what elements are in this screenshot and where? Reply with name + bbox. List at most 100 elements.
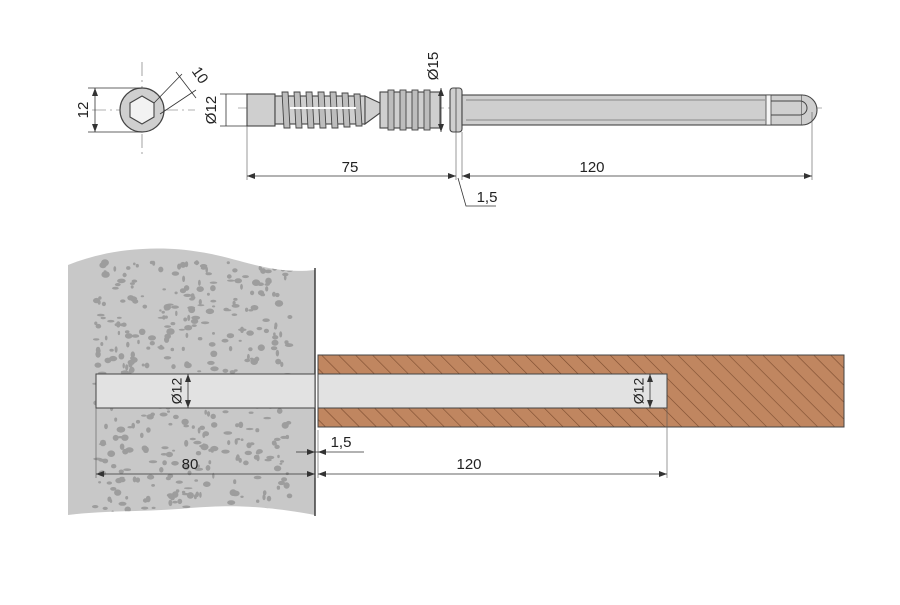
concrete-speckle — [271, 440, 277, 446]
concrete-speckle — [93, 338, 100, 341]
concrete-speckle — [159, 309, 162, 312]
arrowhead — [307, 449, 315, 455]
concrete-speckle — [97, 300, 101, 305]
concrete-speckle — [273, 332, 276, 336]
concrete-speckle — [282, 272, 289, 277]
concrete-speckle — [171, 364, 176, 370]
connector-side-view: Ø12 Ø15 75 120 1,5 — [203, 52, 822, 207]
concrete-speckle — [94, 321, 98, 326]
fin — [411, 89, 419, 131]
concrete-speckle — [223, 431, 233, 435]
concrete-speckle — [209, 281, 218, 284]
concrete-speckle — [184, 439, 189, 447]
concrete-speckle — [183, 293, 192, 297]
fin — [423, 89, 431, 131]
concrete-speckle — [208, 342, 216, 347]
concrete-speckle — [276, 485, 281, 490]
concrete-speckle — [175, 310, 178, 316]
concrete-speckle — [183, 424, 190, 428]
concrete-speckle — [264, 458, 272, 462]
concrete-speckle — [263, 416, 272, 420]
dowel-neck — [364, 95, 381, 126]
concrete-speckle — [170, 347, 175, 352]
concrete-speckle — [98, 481, 102, 484]
concrete-speckle — [160, 453, 168, 456]
concrete-speckle — [125, 364, 129, 371]
concrete-speckle — [207, 360, 215, 365]
concrete-speckle — [118, 501, 127, 506]
concrete-speckle — [121, 434, 129, 441]
concrete-speckle — [261, 507, 270, 512]
concrete-speckle — [226, 274, 232, 279]
concrete-speckle — [150, 412, 155, 417]
concrete-speckle — [112, 286, 119, 290]
concrete-speckle — [231, 313, 238, 317]
head-end-view: 12 10 — [75, 62, 211, 158]
concrete-speckle — [184, 261, 189, 268]
arrowhead — [318, 471, 326, 477]
arrowhead — [438, 124, 444, 132]
concrete-speckle — [166, 303, 174, 306]
concrete-speckle — [275, 358, 282, 365]
concrete-speckle — [167, 410, 170, 413]
concrete-speckle — [199, 425, 205, 430]
concrete-speckle — [166, 328, 175, 335]
concrete-speckle — [202, 443, 206, 449]
arrowhead — [92, 124, 98, 132]
concrete-speckle — [182, 505, 191, 509]
concrete-speckle — [116, 316, 122, 319]
concrete-speckle — [194, 467, 204, 471]
concrete-speckle — [140, 432, 144, 438]
hex-ext-1 — [153, 73, 183, 104]
rod-slot — [770, 100, 808, 116]
concrete-speckle — [210, 285, 216, 292]
shelf-depth-label: 120 — [456, 456, 481, 473]
concrete-speckle — [274, 437, 281, 441]
concrete-speckle — [129, 282, 135, 285]
concrete-speckle — [210, 445, 219, 452]
concrete-speckle — [101, 271, 110, 278]
concrete-speckle — [128, 296, 138, 301]
concrete-speckle — [255, 428, 260, 433]
installed-view: Ø12 Ø12 1,5 80 120 — [68, 248, 845, 516]
concrete-speckle — [109, 348, 114, 352]
concrete-speckle — [117, 330, 121, 336]
concrete-speckle — [250, 357, 254, 360]
concrete-speckle — [130, 351, 135, 359]
concrete-speckle — [100, 342, 104, 346]
concrete-speckle — [163, 356, 172, 360]
concrete-speckle — [120, 370, 126, 374]
concrete-speckle — [235, 423, 240, 428]
concrete-speckle — [122, 362, 125, 369]
concrete-speckle — [226, 333, 235, 339]
concrete-speckle — [227, 279, 235, 282]
shelf-rod — [461, 94, 803, 126]
concrete-speckle — [197, 427, 201, 434]
concrete-speckle — [283, 274, 287, 281]
concrete-speckle — [250, 290, 255, 296]
concrete-speckle — [210, 366, 219, 372]
dia-collar-label: Ø15 — [425, 52, 442, 80]
concrete-speckle — [123, 468, 132, 472]
concrete-speckle — [124, 330, 130, 334]
concrete-speckle — [125, 496, 129, 500]
concrete-speckle — [119, 443, 125, 450]
concrete-speckle — [240, 283, 243, 290]
concrete-speckle — [184, 361, 190, 368]
concrete-speckle — [148, 335, 156, 341]
concrete-speckle — [196, 286, 204, 292]
concrete-speckle — [182, 275, 186, 282]
concrete-speckle — [115, 477, 123, 484]
arrowhead — [185, 374, 191, 382]
concrete-speckle — [95, 346, 101, 354]
concrete-speckle — [265, 286, 269, 292]
concrete-speckle — [205, 465, 211, 471]
dia-left-label: Ø12 — [203, 96, 220, 124]
concrete-speckle — [188, 306, 196, 314]
concrete-speckle — [248, 347, 253, 352]
concrete-speckle — [97, 313, 105, 317]
concrete-speckle — [162, 288, 166, 291]
concrete-speckle — [228, 346, 233, 352]
rib — [341, 92, 351, 128]
concrete-speckle — [238, 421, 244, 428]
